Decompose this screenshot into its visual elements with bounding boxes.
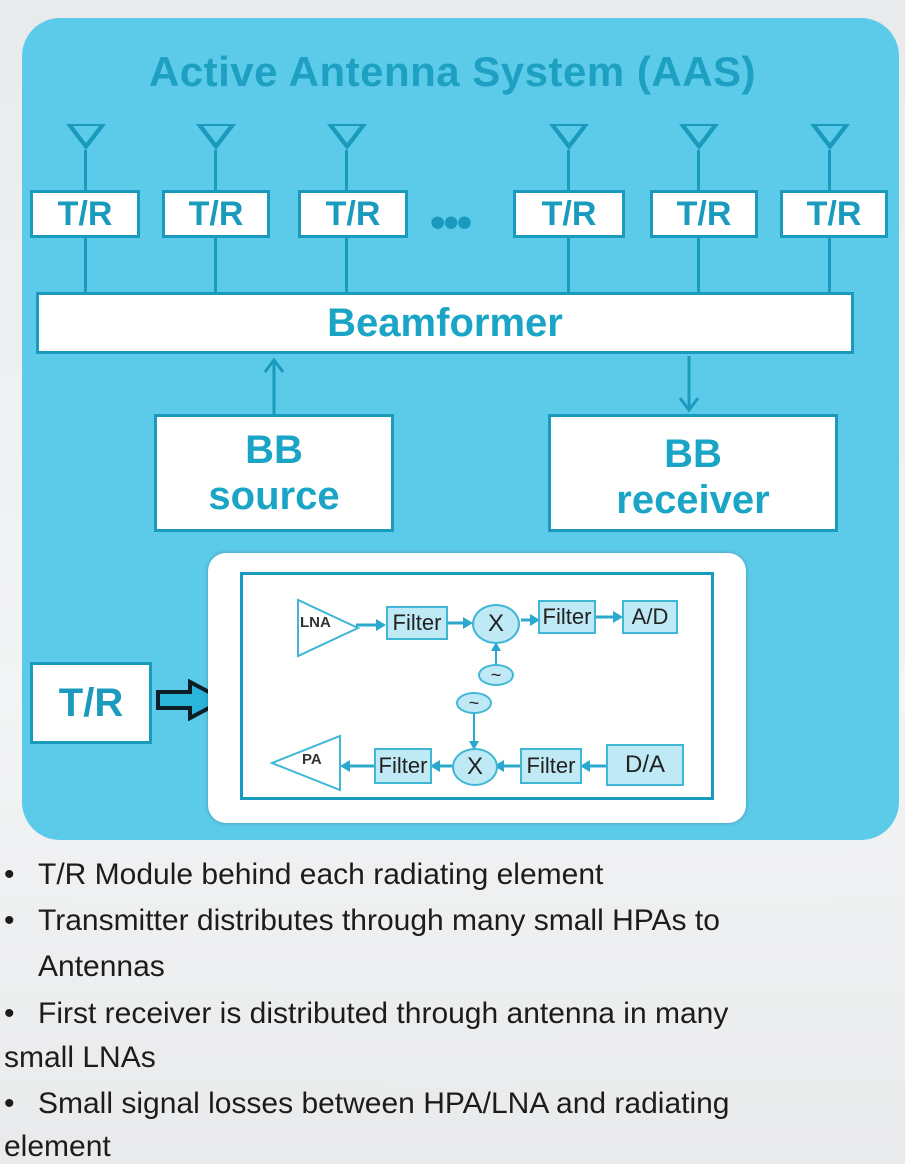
bb-source-line2: source [208,474,340,518]
antenna-icon [196,124,236,150]
bb-receiver-block: BB receiver [548,414,838,532]
tr-module-4: T/R [513,190,625,238]
antenna-icon [810,124,850,150]
tr-detail-label: T/R [30,662,152,744]
diagram-title: Active Antenna System (AAS) [148,48,757,95]
tr-module-2: T/R [162,190,270,238]
beamformer-block: Beamformer [36,292,854,354]
bb-source-block: BB source [154,414,394,532]
lo-tx-oscillator: ~ [456,692,492,714]
bb-source-line1: BB [245,428,303,472]
antenna-icon [549,124,589,150]
antenna-icon [327,124,367,150]
bullet-2-line-1: Transmitter distributes through many sma… [38,904,720,937]
antenna-icon [66,124,106,150]
tx-filter-1: Filter [374,748,432,784]
rx-filter-1: Filter [386,606,448,640]
dac-block: D/A [606,744,684,786]
antenna-icon [679,124,719,150]
adc-block: A/D [622,600,678,634]
bullet-marker: • [4,997,15,1030]
bullet-4-line-2: element [4,1130,111,1163]
bullet-3-line-2: small LNAs [4,1041,156,1074]
bullet-marker: • [4,858,15,891]
ellipsis: ••• [430,198,472,247]
bb-receiver-line2: receiver [616,478,770,522]
bb-receiver-line1: BB [664,432,722,476]
lna-label: LNA [300,614,331,631]
tr-module-5: T/R [650,190,758,238]
rx-mixer: X [472,604,520,644]
bullet-2-line-2: Antennas [38,950,165,983]
bullet-3-line-1: First receiver is distributed through an… [38,997,729,1030]
tr-module-3: T/R [298,190,408,238]
pa-label: PA [302,751,322,768]
bullet-marker: • [4,1087,15,1120]
bullet-4-line-1: Small signal losses between HPA/LNA and … [38,1087,730,1120]
bullet-marker: • [4,904,15,937]
tr-module-6: T/R [780,190,888,238]
tx-mixer: X [452,748,498,786]
tr-module-1: T/R [30,190,140,238]
rx-filter-2: Filter [538,600,596,634]
lo-rx-oscillator: ~ [478,664,514,686]
tx-filter-2: Filter [520,748,582,784]
bullet-1-line-1: T/R Module behind each radiating element [38,858,604,891]
